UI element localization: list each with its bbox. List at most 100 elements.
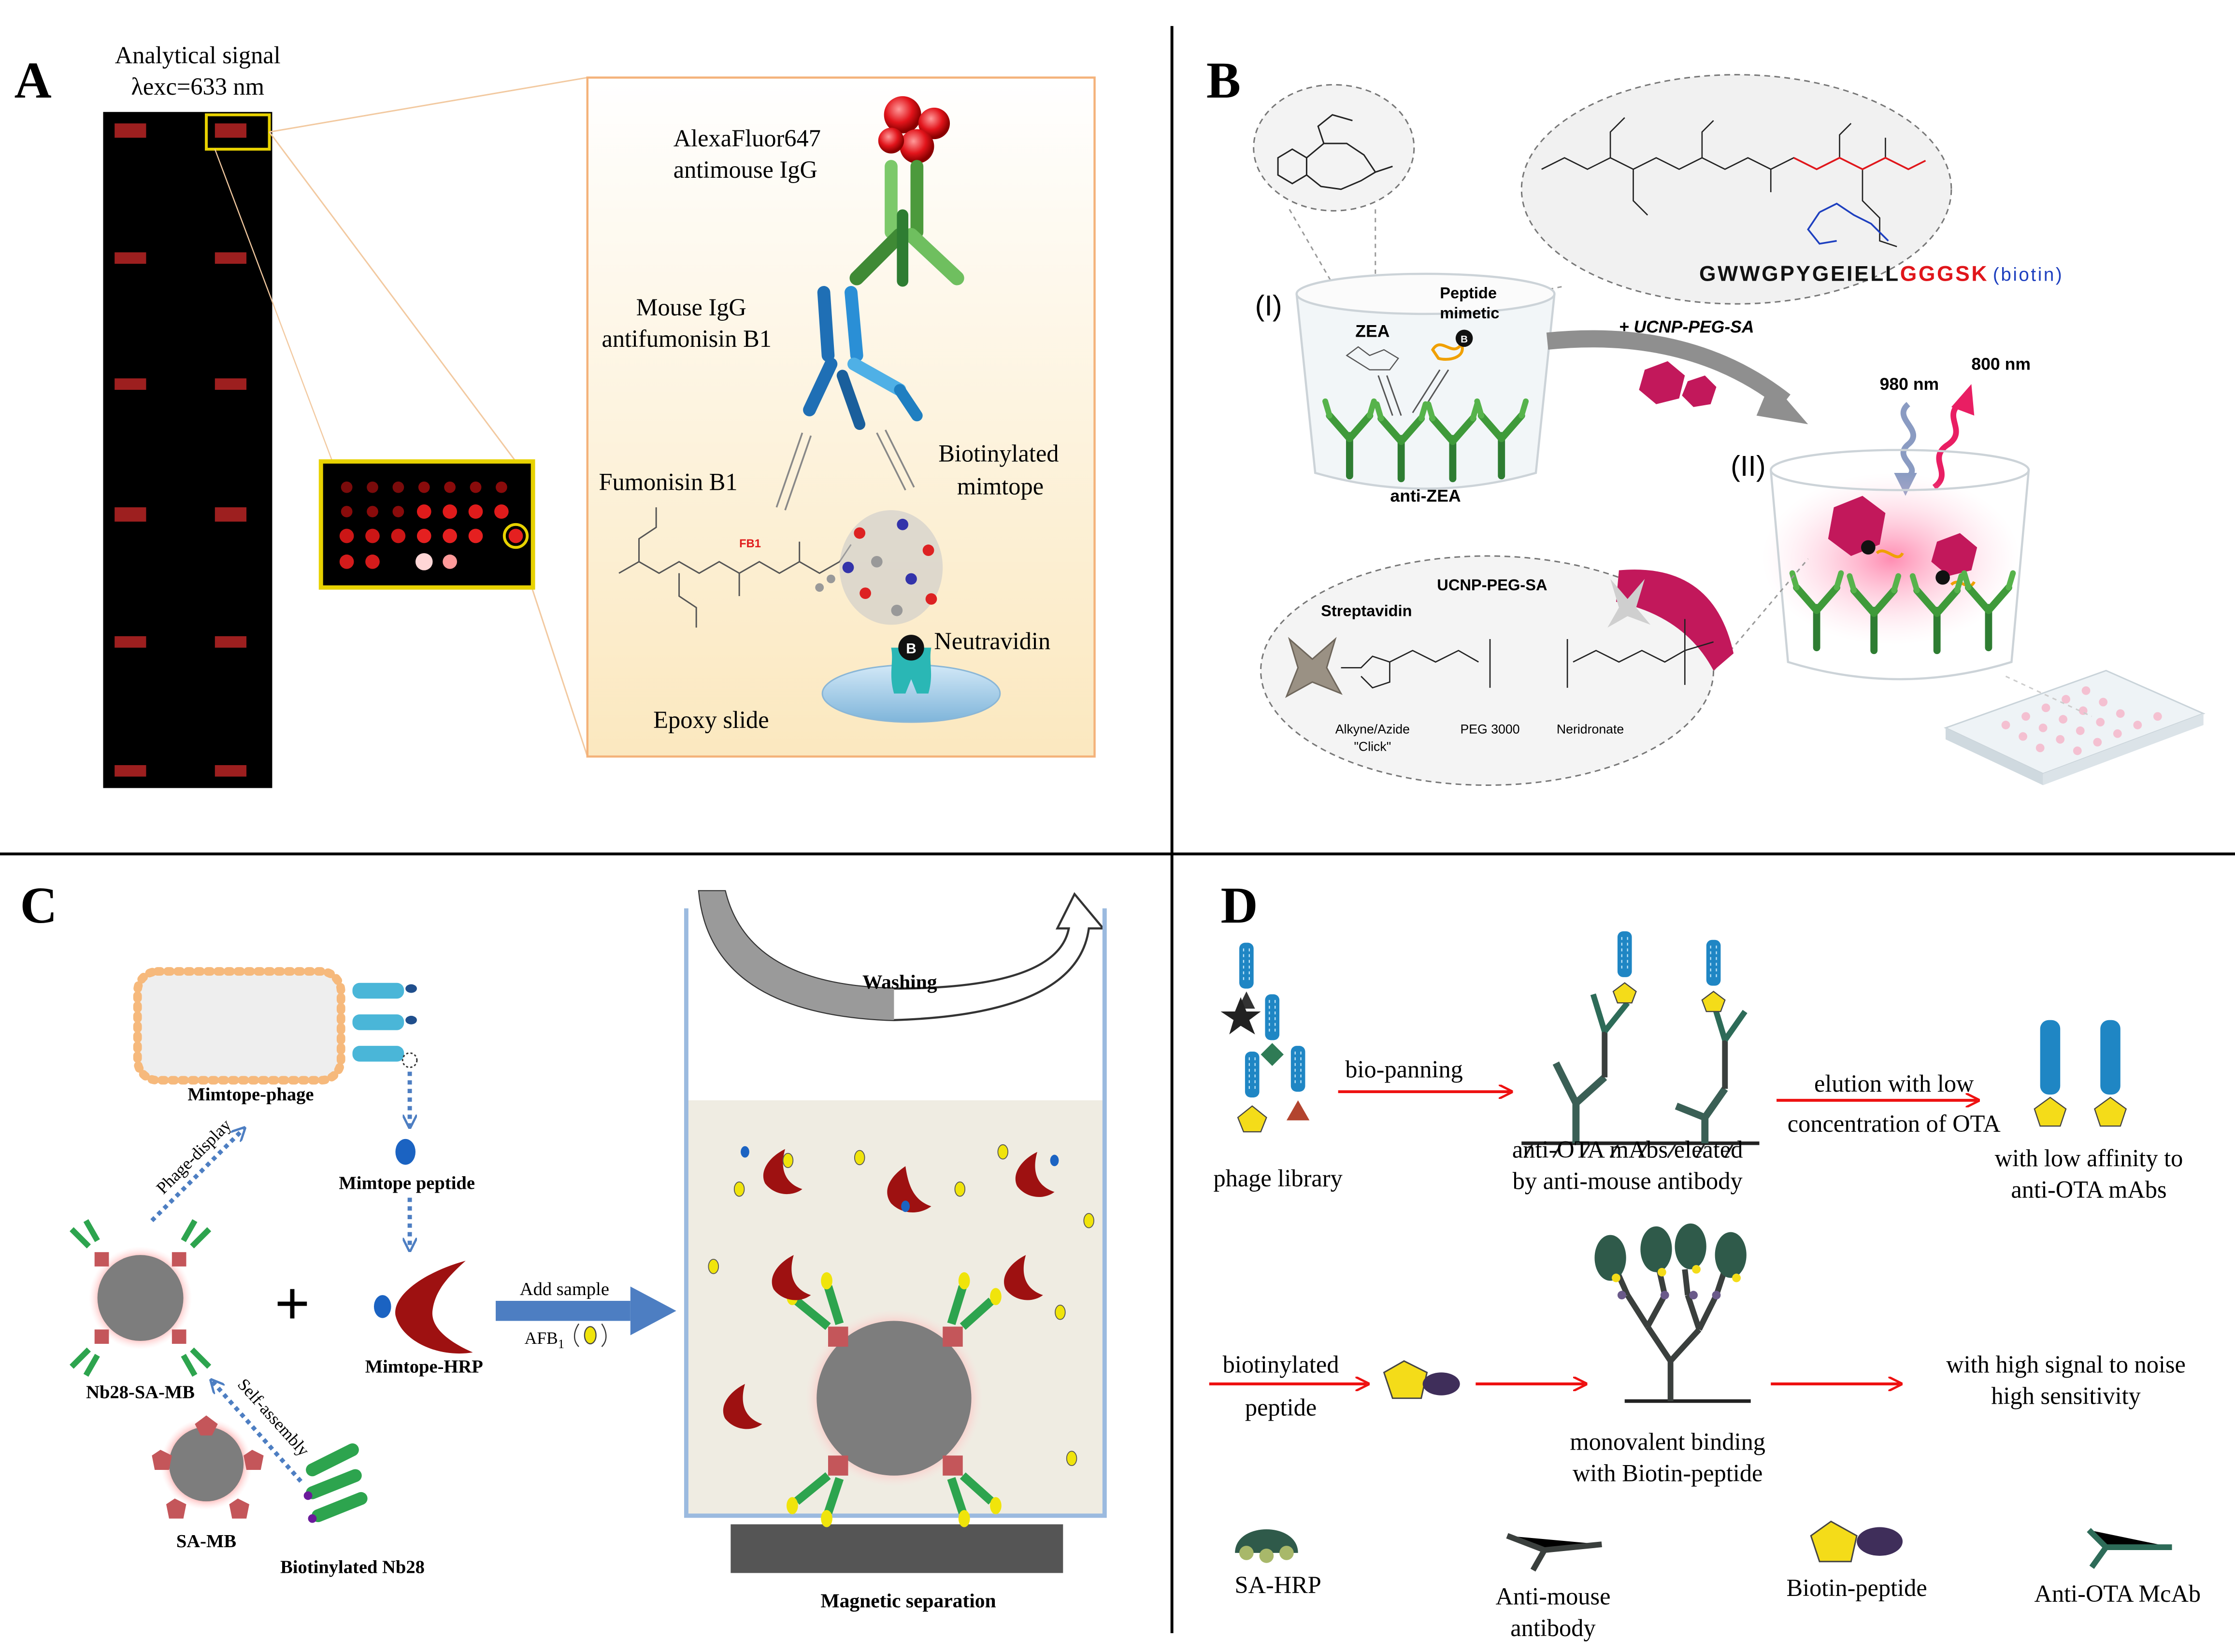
- neridronate-label: Neridronate: [1557, 722, 1624, 737]
- panel-b: B GWWGPYGEIELLGGGSK(biotin): [1206, 52, 2206, 786]
- mouse-igg-line2: antifumonisin B1: [602, 325, 771, 352]
- panel-d: D phage library bio-panning: [1209, 877, 2201, 1641]
- streptavidin-label: Streptavidin: [1321, 602, 1412, 620]
- panel-c-letter: C: [20, 877, 57, 934]
- fumonisin-structure: [618, 507, 852, 628]
- elution-line2: concentration of OTA: [1788, 1110, 2001, 1137]
- legend-anti-mouse-line1: Anti-mouse: [1495, 1583, 1610, 1610]
- mimtope-hrp-icon: [395, 1260, 473, 1354]
- complex-tree: [1613, 1268, 1728, 1401]
- sa-mb-label: SA-MB: [176, 1531, 236, 1552]
- afb1-subscript: 1: [558, 1337, 564, 1351]
- ucnp-peg-sa-title: UCNP-PEG-SA: [1437, 576, 1547, 594]
- mimtope-peptide-label: Mimtope peptide: [339, 1173, 475, 1194]
- nb28-sa-mb-nanobodies: [70, 1219, 212, 1377]
- biotinylated-nb28-icon: [303, 1443, 368, 1523]
- fb1-tag: FB1: [739, 538, 761, 550]
- fumonisin-label: Fumonisin B1: [599, 469, 738, 496]
- assay-schematic-box: [586, 76, 1096, 758]
- legend-anti-ota: Anti-OTA McAb: [2034, 1580, 2201, 1607]
- sequence-biotin: (biotin): [1993, 265, 2063, 285]
- add-sample-arrow: [496, 1301, 630, 1321]
- label-II: (II): [1731, 450, 1765, 482]
- primary-antibody-blue: [803, 286, 923, 430]
- phage-display-peptides: [352, 983, 418, 1068]
- click-label-line2: "Click": [1354, 739, 1391, 754]
- legend-biotin-peptide: Biotin-peptide: [1787, 1574, 1927, 1601]
- biotinylated-label: biotinylated: [1223, 1351, 1339, 1378]
- sa-mb-bead: [169, 1426, 244, 1502]
- biotin-peptide-icon: [1383, 1360, 1460, 1399]
- zea-label: ZEA: [1355, 321, 1390, 341]
- zea-structure: [1277, 114, 1393, 190]
- high-signal-line2: high sensitivity: [1991, 1382, 2140, 1410]
- peg-label: PEG 3000: [1460, 722, 1519, 737]
- peptide-mimetic-line1: Peptide: [1440, 284, 1497, 301]
- legend-biotin-peptide-icon: [1810, 1520, 1903, 1563]
- anti-zea-label: anti-ZEA: [1390, 486, 1461, 505]
- eluted-phages: [2034, 1020, 2127, 1127]
- label-I: (I): [1255, 289, 1282, 322]
- anti-ota-mabs-line2: by anti-mouse antibody: [1513, 1168, 1743, 1195]
- peptide-red-segment: [1793, 157, 1926, 171]
- mimtope-hrp-label: Mimtope-HRP: [365, 1356, 483, 1377]
- spot-highlight-ring: [502, 523, 529, 549]
- legend-sa-hrp: SA-HRP: [1234, 1571, 1321, 1598]
- low-affinity-line1: with low affinity to: [1995, 1144, 2183, 1171]
- monovalent-line1: monovalent binding: [1570, 1428, 1765, 1455]
- panel-a-letter: A: [14, 52, 52, 109]
- ucnp-particles-free: [1639, 361, 1717, 407]
- ucnp-transfer-arrow: [1546, 330, 1791, 408]
- sa-mb-streptavidin: [152, 1415, 264, 1519]
- panel-c: C Mimtope-phage Mimtope peptide Mimtope-…: [20, 877, 1107, 1612]
- surface-ticks-d1: [1523, 1142, 1734, 1158]
- panel-d-letter: D: [1221, 877, 1258, 934]
- washing-label: Washing: [862, 971, 937, 993]
- legend-anti-ota-icon: [2087, 1528, 2172, 1569]
- zea-structure-bubble: [1253, 84, 1415, 212]
- free-mimtope-hrp: [723, 1149, 1055, 1429]
- sequence-red: GGGSK: [1900, 262, 1989, 286]
- magnetic-separation-label: Magnetic separation: [821, 1590, 996, 1612]
- ucnp-arrow-label: + UCNP-PEG-SA: [1619, 317, 1754, 336]
- biotin-badge-b1: B: [1461, 334, 1468, 345]
- nm800-label: 800 nm: [1971, 355, 2031, 374]
- panel-a: A Analytical signal λexc=633 nm Al: [14, 42, 1096, 788]
- free-afb1: [708, 1144, 1094, 1466]
- signal-label-line1: Analytical signal: [115, 42, 281, 69]
- alexa-label-line1: AlexaFluor647: [673, 125, 821, 152]
- mimtope-peptide-icon: [395, 1139, 415, 1165]
- legend-anti-mouse-icon: [1506, 1533, 1602, 1572]
- legend-sa-hrp-icon: [1235, 1529, 1298, 1563]
- phage-library-icons: [1220, 942, 1310, 1133]
- mimtope-molecule: [815, 510, 943, 625]
- well-II-glow: [1762, 473, 2020, 645]
- captured-bead: [817, 1321, 972, 1476]
- mouse-igg-line1: Mouse IgG: [636, 294, 746, 321]
- phage-display-label: Phage-display: [152, 1115, 235, 1197]
- excitation-wave: [1900, 402, 1917, 482]
- anti-ota-mabs-line1: anti-OTA mAbs eleated: [1512, 1136, 1743, 1163]
- click-label-line1: Alkyne/Azide: [1335, 722, 1410, 737]
- nb28-sa-mb-bead: [97, 1255, 184, 1341]
- legend-anti-mouse-line2: antibody: [1510, 1614, 1595, 1641]
- elution-line1: elution with low: [1814, 1070, 1974, 1097]
- microplate: [1944, 669, 2206, 785]
- add-sample-label: Add sample: [520, 1279, 609, 1299]
- zea-molecule-small: [1346, 346, 1399, 370]
- biotin-badge-a: [898, 635, 924, 661]
- biotinylated-mimtope-line2: mimtope: [957, 473, 1044, 500]
- linker-structure: [1341, 619, 1714, 689]
- streptavidin-icon: [1285, 637, 1343, 698]
- high-signal-line1: with high signal to noise: [1946, 1351, 2186, 1378]
- alexa-label-line2: antimouse IgG: [673, 156, 817, 183]
- secondary-antibody-green: [849, 160, 964, 287]
- panel-b-letter: B: [1206, 52, 1241, 109]
- peptide-structure-bubble: [1520, 74, 1952, 305]
- microarray-spots: [115, 123, 247, 777]
- magnet-base: [731, 1524, 1063, 1573]
- nb28-sa-mb-label: Nb28-SA-MB: [86, 1382, 195, 1403]
- peptide-mimetic-line2: mimetic: [1440, 304, 1499, 322]
- epoxy-slide-label: Epoxy slide: [653, 706, 769, 733]
